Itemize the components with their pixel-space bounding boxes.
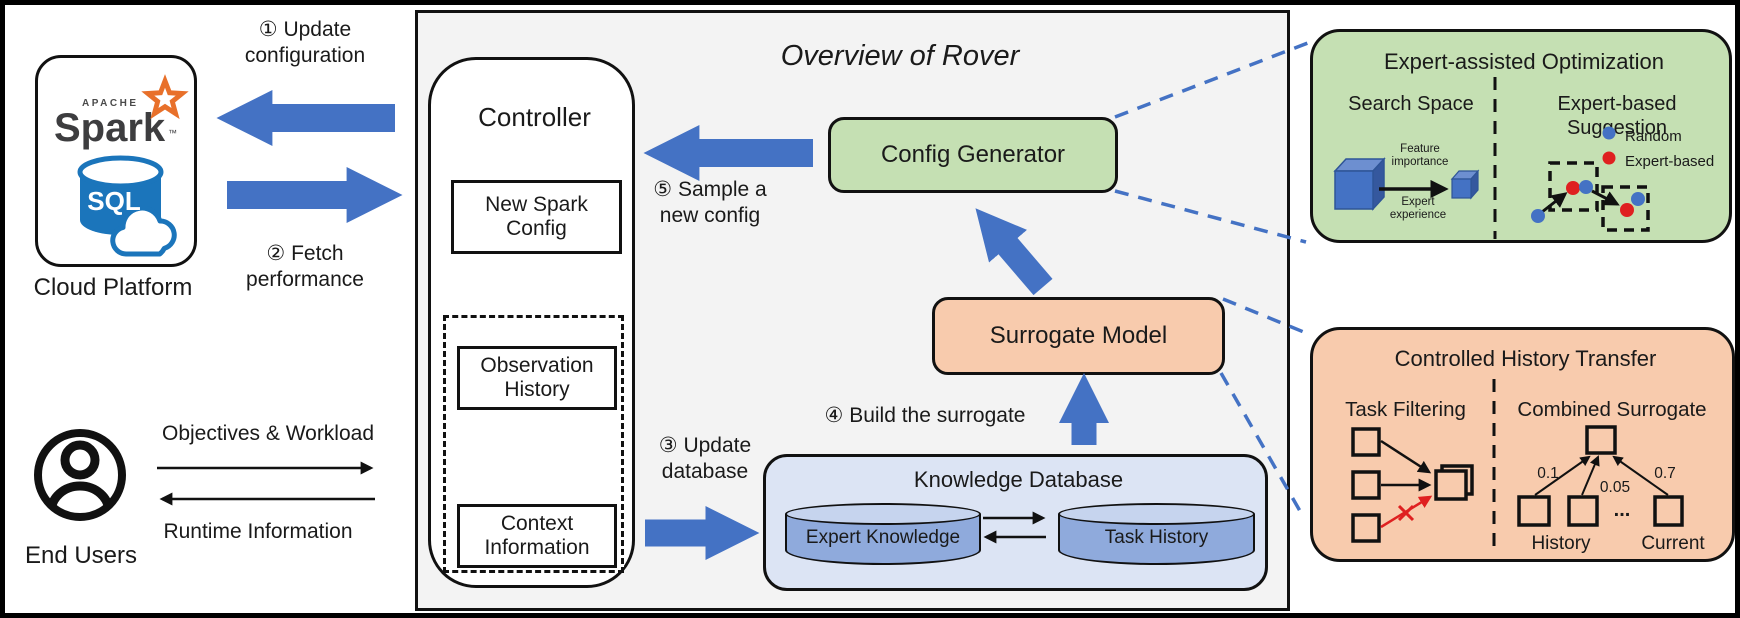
weight-3-label: 0.7	[1654, 465, 1676, 482]
expert-assisted-optimization-panel: Expert-assisted Optimization Search Spac…	[1310, 29, 1732, 243]
cloud-icon	[110, 205, 177, 257]
current-label: Current	[1641, 533, 1705, 554]
expert-knowledge-label: Expert Knowledge	[805, 527, 961, 548]
knowledge-database-title: Knowledge Database	[913, 467, 1124, 492]
weight-2-label: 0.05	[1599, 479, 1631, 496]
end-users-label: End Users	[24, 542, 138, 569]
combined-surrogate-title: Combined Surrogate	[1517, 398, 1707, 421]
controller-state-group: Observation History Context Information	[443, 315, 624, 573]
controller-title: Controller	[478, 102, 591, 132]
new-spark-config-box: New Spark Config	[451, 180, 622, 254]
end-users-icon	[34, 429, 126, 521]
spark-star-icon	[141, 74, 189, 120]
controlled-history-transfer-panel: Controlled History Transfer Task Filteri…	[1310, 327, 1735, 562]
expert-knowledge-cylinder: Expert Knowledge	[785, 503, 981, 565]
runtime-information-label: Runtime Information	[163, 520, 353, 543]
search-space-title: Search Space	[1348, 93, 1474, 115]
expert-experience-label: Expert experience	[1389, 196, 1447, 222]
knowledge-database-box: Knowledge Database Expert Knowledge Task…	[763, 454, 1268, 591]
step4-label: ④ Build the surrogate	[824, 404, 1026, 427]
step1-label: ① Update configuration	[244, 18, 366, 67]
sql-label: SQL	[87, 186, 141, 216]
feature-importance-label: Feature importance	[1391, 143, 1449, 169]
cylinder-top	[785, 503, 981, 525]
context-information-box: Context Information	[457, 504, 617, 568]
cloud-platform-label: Cloud Platform	[33, 274, 193, 301]
expert-suggestion-title: Expert-based Suggestion	[1557, 93, 1677, 140]
history-panel-title: Controlled History Transfer	[1394, 346, 1657, 371]
surrogate-model-box: Surrogate Model	[932, 297, 1225, 375]
task-history-cylinder: Task History	[1058, 503, 1255, 565]
cylinder-top	[1058, 503, 1255, 525]
cloud-platform-box: APACHE Spark ™ SQL	[35, 55, 197, 267]
observation-history-box: Observation History	[457, 346, 617, 410]
spark-wordmark: Spark	[54, 106, 166, 150]
spark-apache-text: APACHE	[82, 98, 139, 109]
history-label: History	[1531, 533, 1591, 554]
config-generator-box: Config Generator	[828, 117, 1118, 193]
legend-expert-label: Expert-based	[1625, 153, 1715, 170]
weight-1-label: 0.1	[1537, 465, 1559, 482]
rover-title: Overview of Rover	[780, 40, 1020, 72]
step3-label: ③ Update database	[658, 434, 752, 483]
sql-database-icon	[77, 155, 177, 257]
step2-label: ② Fetch performance	[246, 242, 364, 291]
task-history-label: Task History	[1104, 527, 1209, 548]
expert-panel-title: Expert-assisted Optimization	[1384, 49, 1664, 74]
objectives-workload-label: Objectives & Workload	[161, 422, 375, 445]
legend-random-label: Random	[1625, 128, 1682, 145]
controller-box: Controller New Spark Config Observation …	[428, 57, 635, 588]
spark-tm: ™	[168, 128, 177, 138]
task-filtering-title: Task Filtering	[1345, 398, 1466, 421]
step5-label: ⑤ Sample a new config	[653, 178, 767, 227]
ellipsis-label: ...	[1613, 499, 1631, 521]
